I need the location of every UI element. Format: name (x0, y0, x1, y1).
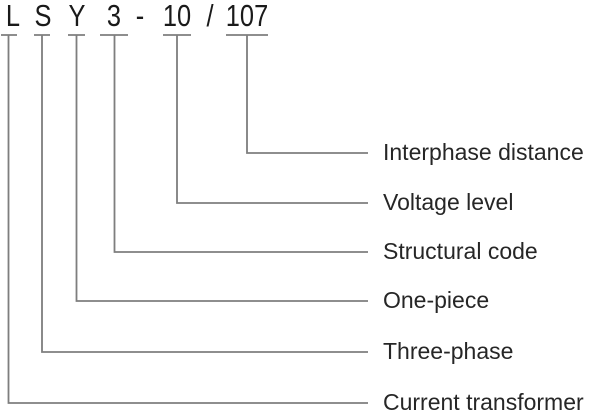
connector-structural-code (100, 34, 368, 253)
label-interphase-distance: Interphase distance (383, 139, 584, 165)
code-separator-dash: - (135, 0, 145, 33)
code-separator-slash: / (206, 0, 214, 33)
connector-voltage-level (163, 34, 368, 204)
code-part-structure-Y: Y (68, 0, 86, 33)
code-part-phase-S: S (34, 0, 52, 33)
label-structural-code: Structural code (383, 238, 538, 264)
connector-interphase-distance (226, 34, 368, 154)
code-part-structural-code-3: 3 (106, 0, 122, 33)
label-voltage-level: Voltage level (383, 189, 514, 215)
connector-current-transformer (1, 34, 368, 404)
label-current-transformer: Current transformer (383, 389, 584, 415)
label-three-phase: Three-phase (383, 338, 514, 364)
code-part-voltage-10: 10 (162, 0, 192, 33)
code-part-product-L: L (5, 0, 21, 33)
connector-one-piece (68, 34, 368, 302)
connector-three-phase (34, 34, 368, 353)
code-part-interphase-107: 107 (225, 0, 269, 33)
label-one-piece: One-piece (383, 287, 490, 313)
